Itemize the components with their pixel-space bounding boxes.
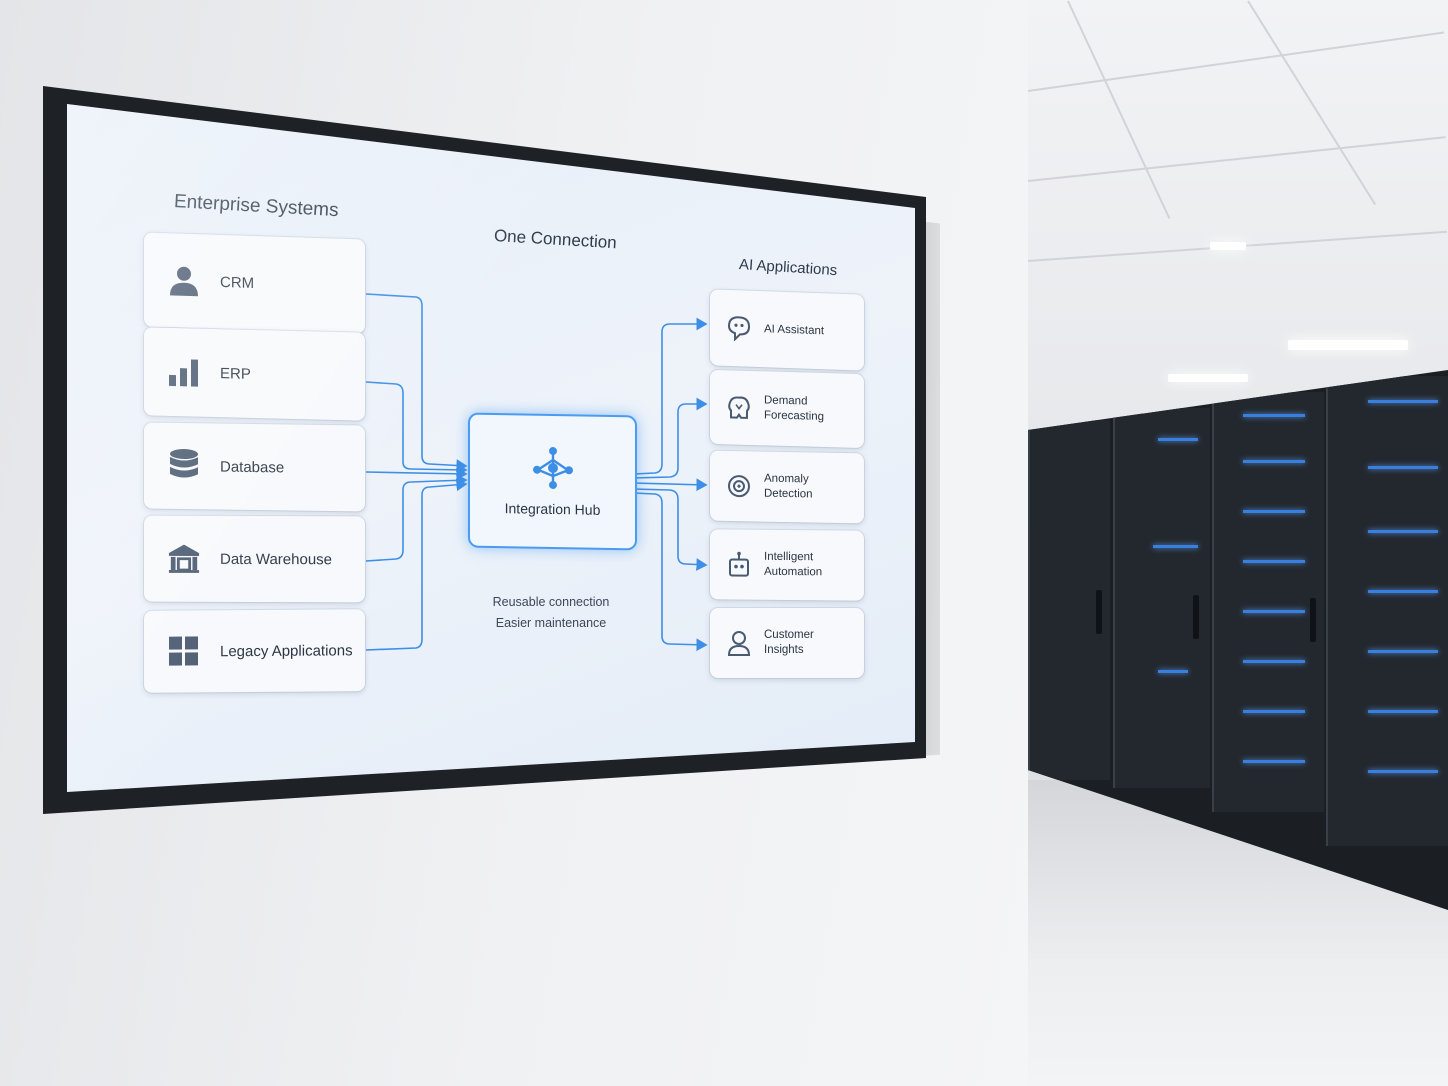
server-racks	[1028, 370, 1448, 910]
bar-chart-icon	[168, 356, 200, 389]
app-card-anomaly-detection: Anomaly Detection	[710, 450, 864, 524]
app-label: Intelligent Automation	[764, 550, 823, 579]
connector-lines	[365, 293, 708, 652]
robot-icon	[726, 551, 752, 577]
shield-gear-icon	[726, 473, 752, 499]
database-icon	[168, 449, 200, 482]
grid-icon	[168, 635, 200, 667]
app-label: AI Assistant	[764, 322, 825, 337]
source-label: Data Warehouse	[220, 550, 333, 568]
network-hub-icon	[532, 446, 574, 496]
source-card-data-warehouse: Data Warehouse	[144, 515, 365, 603]
app-label: Anomaly Detection	[764, 472, 813, 501]
integration-diagram: Enterprise Systems One Connection AI App…	[67, 104, 915, 792]
hub-note-reusable: Reusable connection	[492, 595, 610, 609]
integration-hub: Integration Hub	[468, 412, 637, 551]
source-card-database: Database	[144, 422, 365, 512]
app-card-customer-insights: Customer Insights	[710, 608, 864, 678]
app-card-intelligent-automation: Intelligent Automation	[710, 529, 864, 601]
app-label: Customer Insights	[764, 629, 814, 656]
customer-icon	[726, 630, 752, 656]
hub-note-maintenance: Easier maintenance	[495, 616, 607, 630]
source-label: Legacy Applications	[220, 641, 353, 660]
brain-icon	[726, 394, 752, 421]
source-card-crm: CRM	[144, 232, 365, 334]
app-card-ai-assistant: AI Assistant	[710, 289, 864, 371]
app-label: Demand Forecasting	[764, 394, 825, 424]
app-card-demand-forecasting: Demand Forecasting	[710, 369, 864, 449]
source-label: CRM	[220, 273, 255, 292]
monitor-screen: Enterprise Systems One Connection AI App…	[67, 104, 915, 792]
chat-bot-icon	[726, 315, 752, 342]
hub-label: Integration Hub	[504, 500, 601, 518]
data-center-background	[1028, 0, 1448, 1086]
source-card-erp: ERP	[144, 327, 365, 421]
warehouse-icon	[168, 543, 200, 575]
source-label: ERP	[220, 364, 251, 383]
source-label: Database	[220, 458, 285, 476]
source-card-legacy-applications: Legacy Applications	[144, 609, 365, 693]
user-icon	[168, 264, 200, 297]
